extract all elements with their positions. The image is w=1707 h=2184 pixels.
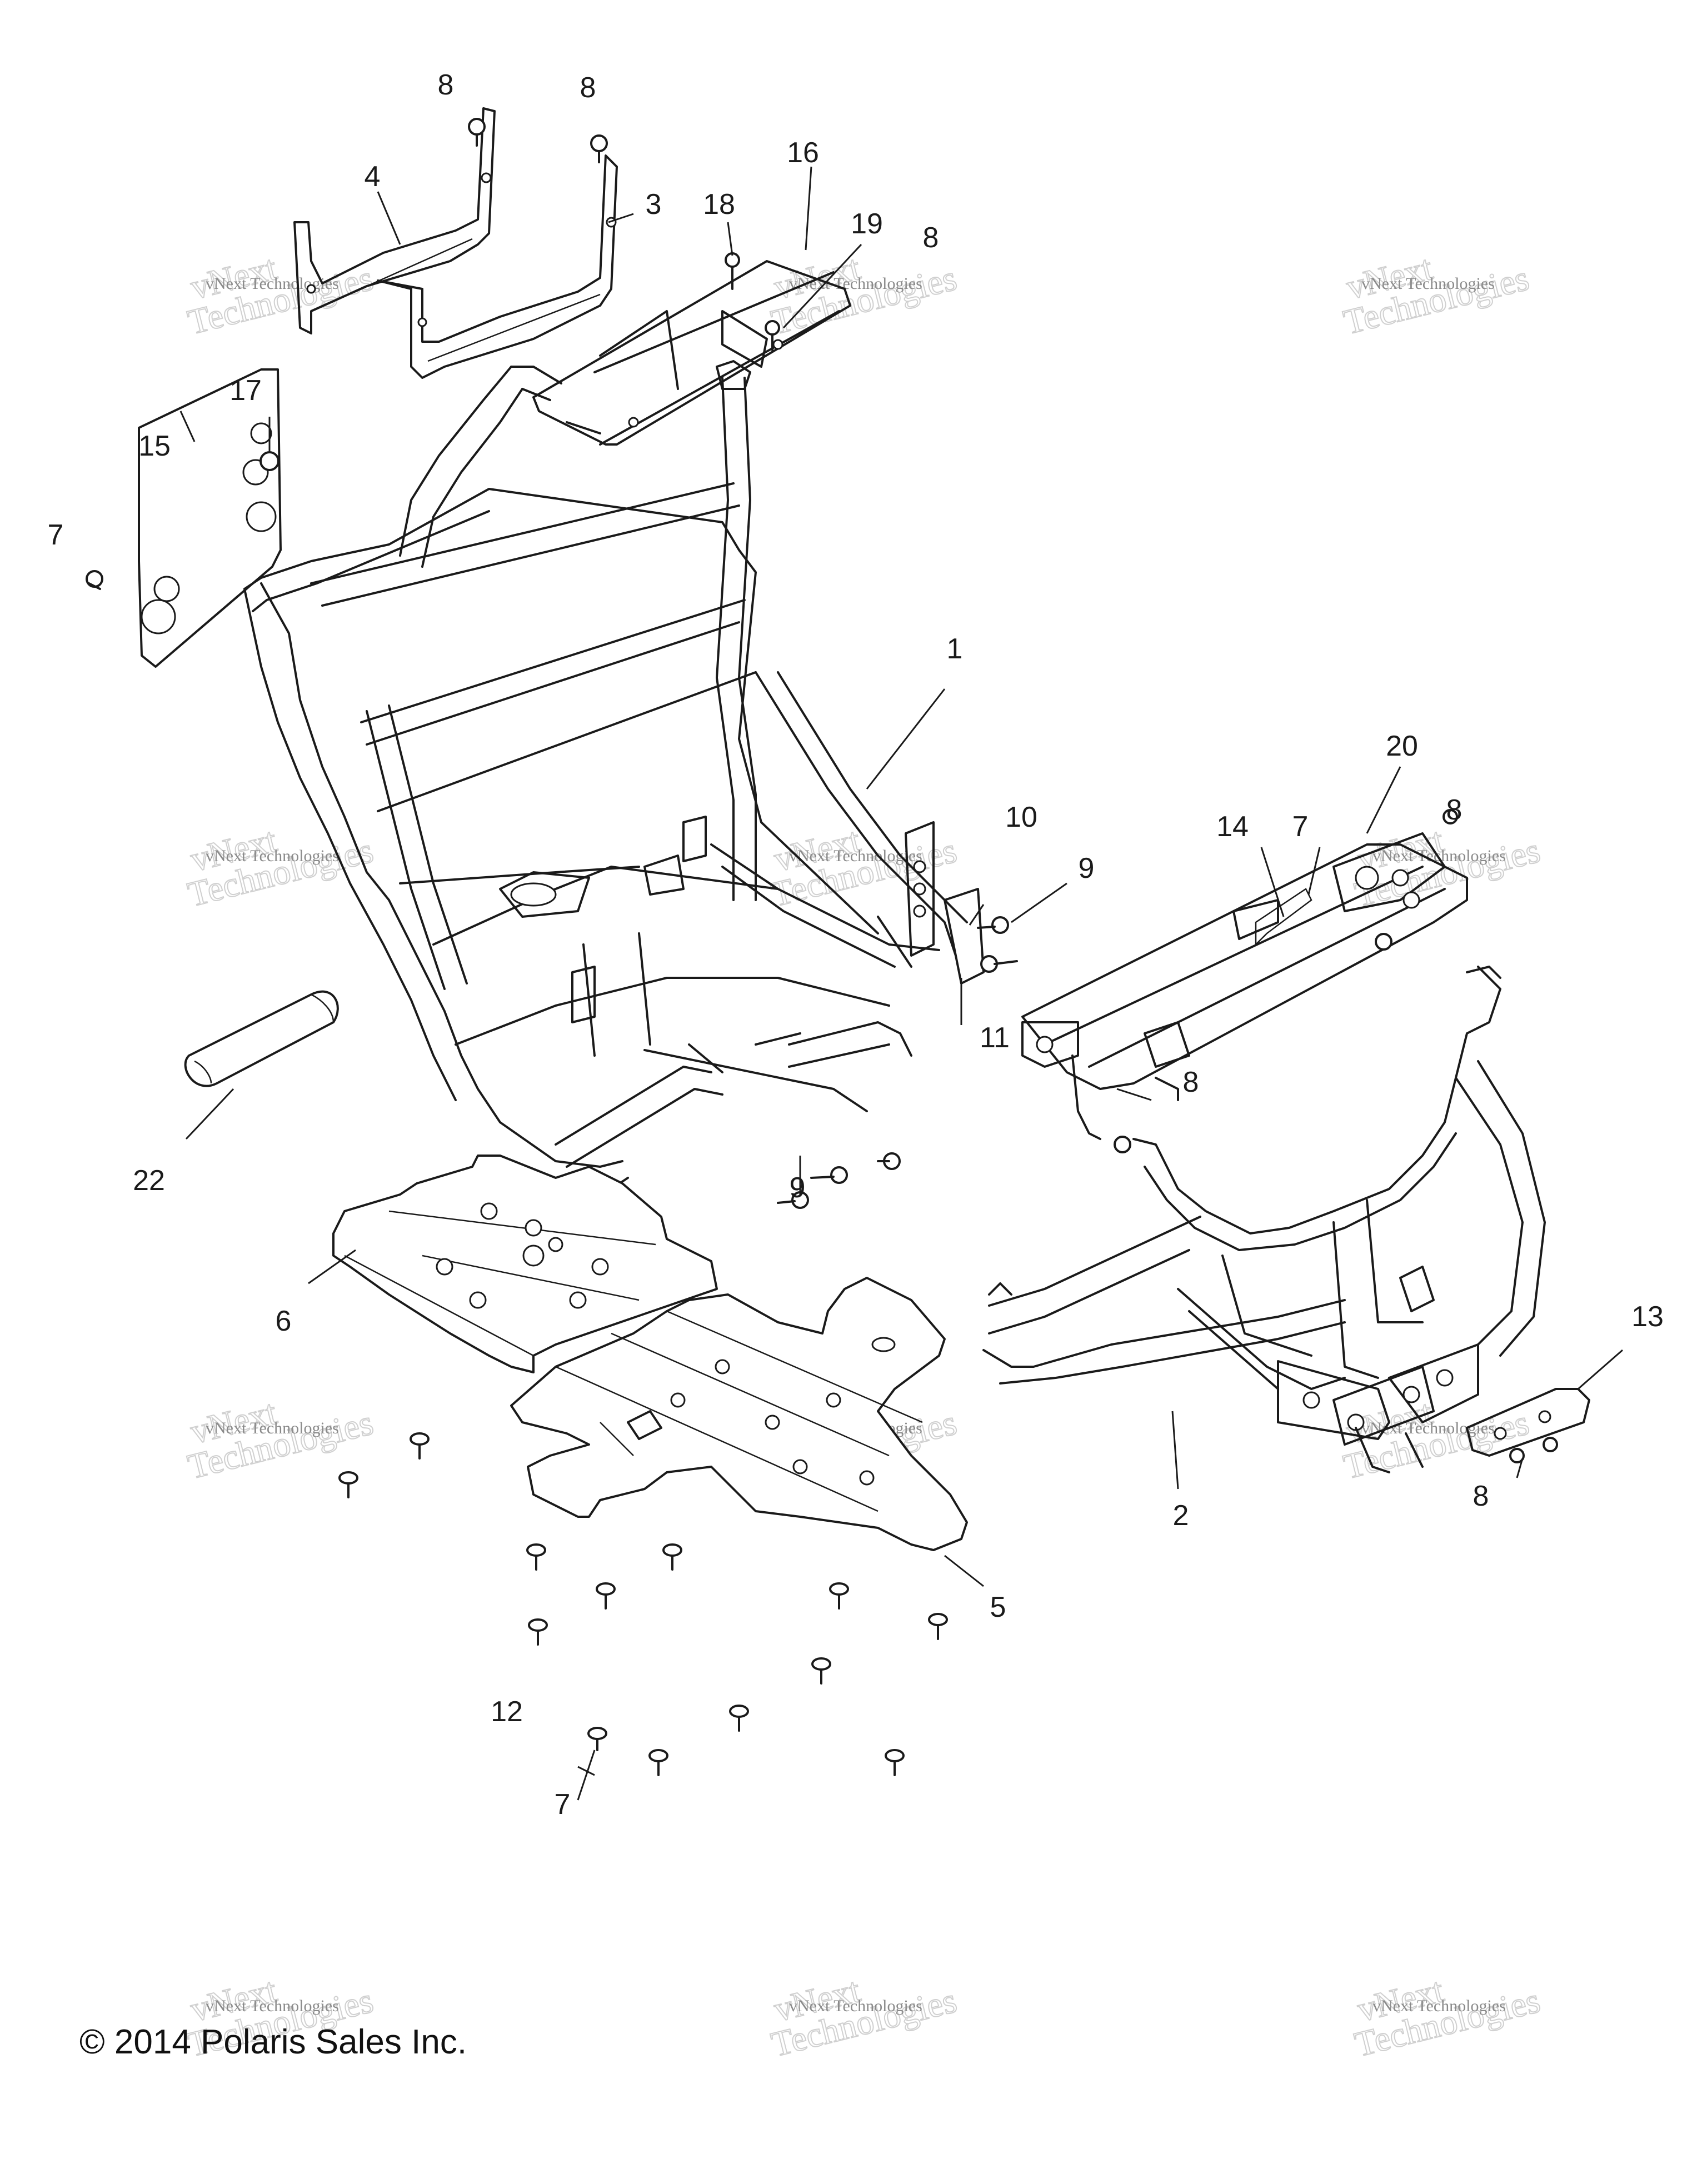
clip-icon [829,1582,849,1610]
bolt-icon [590,134,608,163]
callout-17: 17 [229,374,262,407]
watermark: vNext Technologies vNext Technologies [1339,247,1533,343]
svg-text:vNext Technologies: vNext Technologies [1361,1419,1495,1437]
bolt-icon [1114,1136,1131,1153]
bolt-icon [777,1191,809,1209]
part-14-cable [1255,888,1312,947]
callout-7-bottom: 7 [555,1788,571,1821]
callout-9-bottom: 9 [790,1172,806,1204]
clip-icon [338,1471,358,1498]
bolt-icon [1375,933,1392,951]
watermark: vNext Technologies vNext Technologies [767,819,961,915]
bolt-icon [86,570,103,590]
callout-11: 11 [980,1022,1010,1054]
clip-icon [587,1727,607,1751]
leader-lines [179,166,1623,1801]
callout-10: 10 [1005,801,1037,833]
svg-text:vNext Technologies: vNext Technologies [1361,274,1495,293]
svg-text:vNext Technologies: vNext Technologies [206,1419,339,1437]
svg-text:vNext Technologies: vNext Technologies [206,274,339,293]
bolt-icon [468,118,486,147]
callout-8-subframe: 8 [1446,794,1463,826]
bolt-icon [1543,1437,1558,1452]
svg-text:vNext Technologies: vNext Technologies [206,1997,339,2015]
bolt-icon [980,955,1018,973]
callout-14: 14 [1216,811,1249,843]
bolt-icon [977,916,1009,934]
svg-text:vNext Technologies: vNext Technologies [789,1997,922,2015]
part-3-seat-bracket [377,154,618,379]
fasteners [86,118,1558,1776]
clip-icon [410,1432,430,1460]
callout-13: 13 [1631,1301,1664,1333]
svg-text:vNext Technologies: vNext Technologies [1372,847,1506,865]
part-5-skid-plate [510,1277,968,1551]
callout-8-middle: 8 [1183,1066,1199,1098]
clip-icon [729,1705,749,1732]
part-2-front-frame [982,966,1546,1473]
callout-19: 19 [851,208,883,240]
clip-icon [811,1657,831,1685]
callout-9-right: 9 [1079,852,1095,884]
bolt-icon [810,1166,848,1184]
callout-8-bottom-right: 8 [1473,1480,1489,1512]
clip-icon [662,1543,682,1571]
callout-16: 16 [787,137,819,169]
part-15-bracket [138,368,282,668]
callout-4: 4 [365,161,381,193]
watermark: vNext Technologies vNext Technologies [1339,1392,1533,1487]
clip-icon [528,1618,548,1646]
callout-20: 20 [1386,730,1418,762]
svg-text:vNext Technologies: vNext Technologies [206,847,339,865]
callout-15: 15 [138,430,171,462]
watermark-group: vNext Technologies vNext Technologies vN… [183,247,1544,2065]
part-20-rear-subframe [1021,832,1468,1140]
part-22-tube-cover [184,990,339,1087]
copyright-notice: © 2014 Polaris Sales Inc. [79,2023,467,2061]
bolt-icon [765,320,780,351]
callout-3: 3 [646,188,662,221]
part-1-main-chassis [243,360,985,1190]
bolt-icon [1509,1448,1525,1463]
callout-2: 2 [1173,1500,1189,1532]
callout-18: 18 [703,188,735,221]
bolt-icon [1443,809,1458,824]
svg-text:vNext Technologies: vNext Technologies [1372,1997,1506,2015]
clip-icon [928,1613,948,1640]
callout-8-top-right: 8 [580,72,596,104]
callout-12: 12 [491,1696,523,1728]
watermark: vNext Technologies vNext Technologies [183,819,377,915]
callout-1: 1 [947,633,963,665]
part-4-seat-bracket [293,107,496,334]
callout-8-top-left: 8 [438,69,454,101]
watermark: vNext Technologies vNext Technologies [767,1970,961,2065]
part-13-bracket [1466,1388,1590,1457]
callout-7-left: 7 [48,519,64,551]
callout-labels: 1 2 3 4 5 6 7 7 7 8 8 8 8 8 8 9 9 10 11 … [48,69,1664,1821]
nut-icon [259,451,279,471]
clip-icon [596,1582,616,1610]
clip-icon [526,1543,546,1571]
callout-22: 22 [133,1165,165,1197]
watermark: vNext Technologies vNext Technologies [767,247,961,343]
part-6-skid-plate [332,1155,718,1373]
bolt-icon [877,1152,901,1170]
callout-7-right: 7 [1292,811,1309,843]
svg-text:vNext Technologies: vNext Technologies [789,847,922,865]
clip-icon [885,1749,905,1776]
callout-5: 5 [990,1591,1006,1623]
callout-8-seat-frame: 8 [923,222,939,254]
watermark: vNext Technologies vNext Technologies [1350,1970,1544,2065]
clip-icon [648,1749,668,1776]
callout-6: 6 [276,1305,292,1337]
